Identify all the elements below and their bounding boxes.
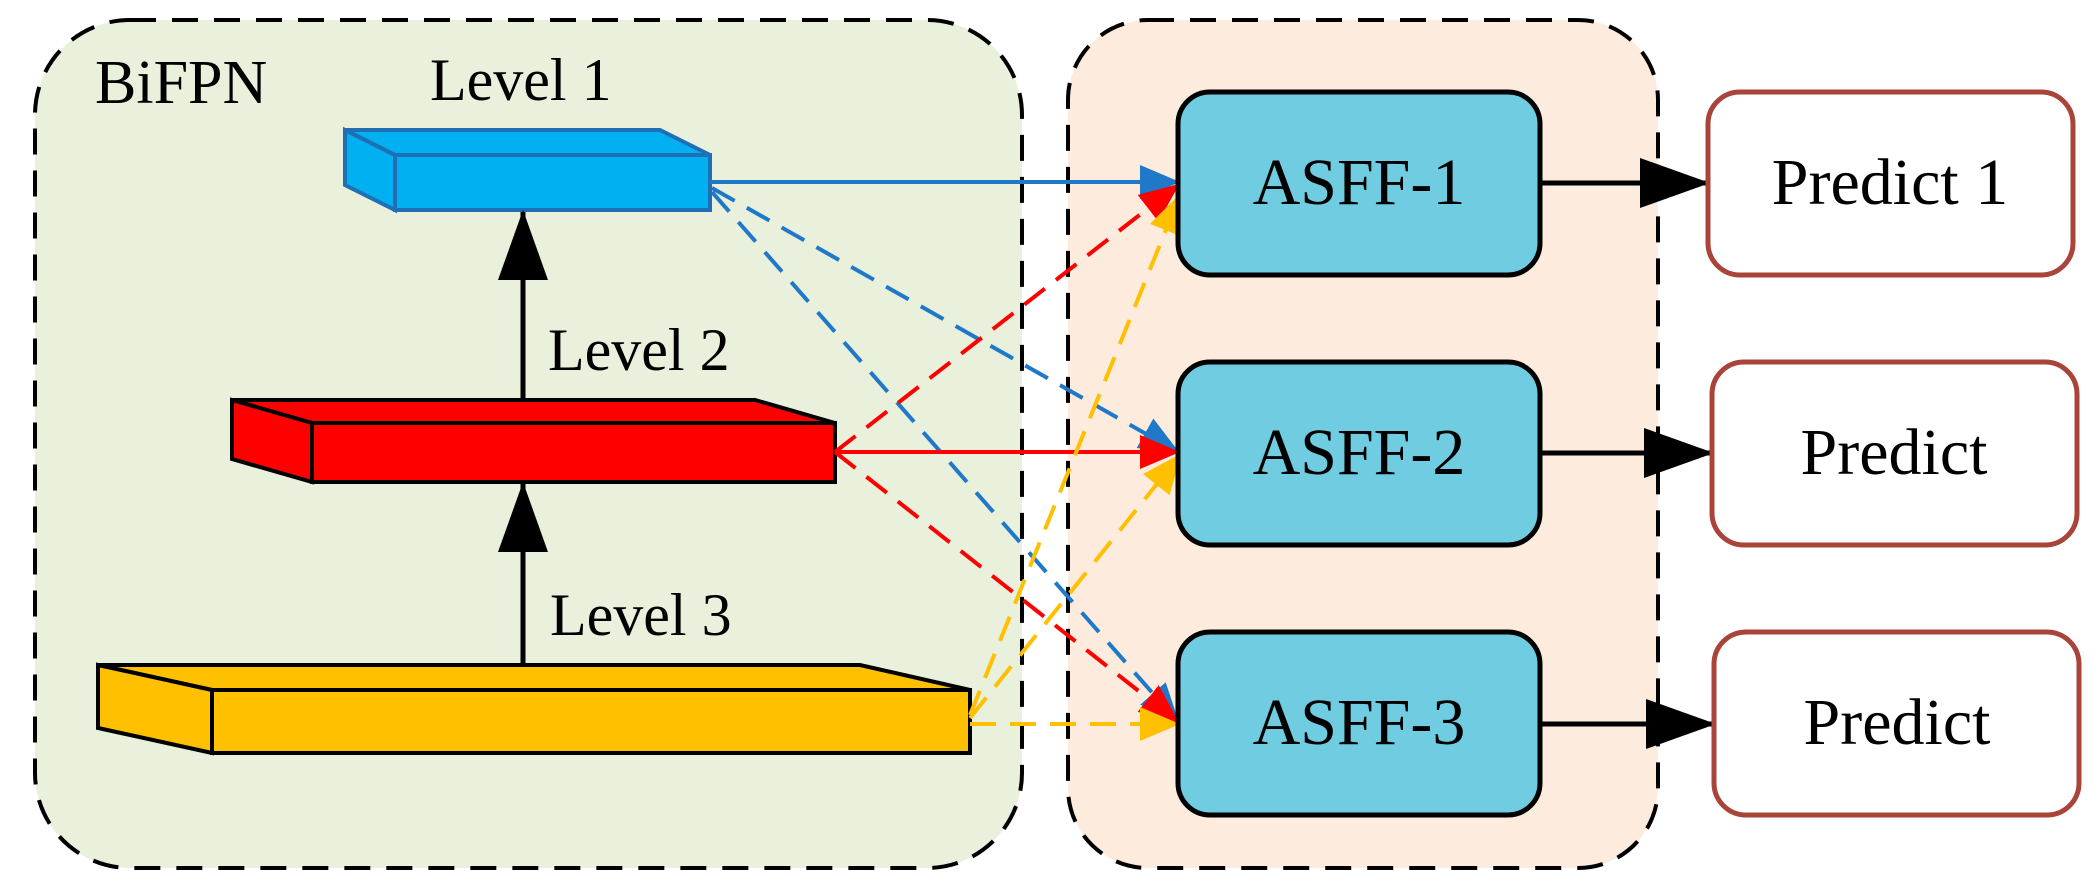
level-1-label: Level 1: [430, 47, 612, 113]
level-1-block: [343, 126, 712, 214]
level-2-block: [230, 397, 837, 485]
level-2-label: Level 2: [548, 317, 730, 383]
predict-3-label: Predict: [1804, 686, 1991, 759]
level-3-label: Level 3: [550, 582, 732, 648]
link-level3-asff1: [968, 193, 1182, 716]
link-level2-asff1: [833, 183, 1180, 454]
asff-1-label: ASFF-1: [1253, 146, 1466, 219]
link-level3-asff2: [968, 453, 1182, 720]
predict-1-box: [1705, 89, 2076, 278]
predict-3-box: [1711, 629, 2082, 818]
predict-2-box: [1709, 359, 2080, 548]
link-level1-asff2: [711, 186, 1180, 454]
bifpn-title: BiFPN: [95, 49, 267, 117]
predict-1-label: Predict 1: [1772, 146, 2008, 219]
level-3-block: [96, 662, 972, 756]
link-level2-asff3: [833, 450, 1180, 724]
asff-2-label: ASFF-2: [1253, 416, 1466, 489]
predict-2-label: Predict: [1801, 416, 1988, 489]
asff-3-label: ASFF-3: [1253, 686, 1466, 759]
